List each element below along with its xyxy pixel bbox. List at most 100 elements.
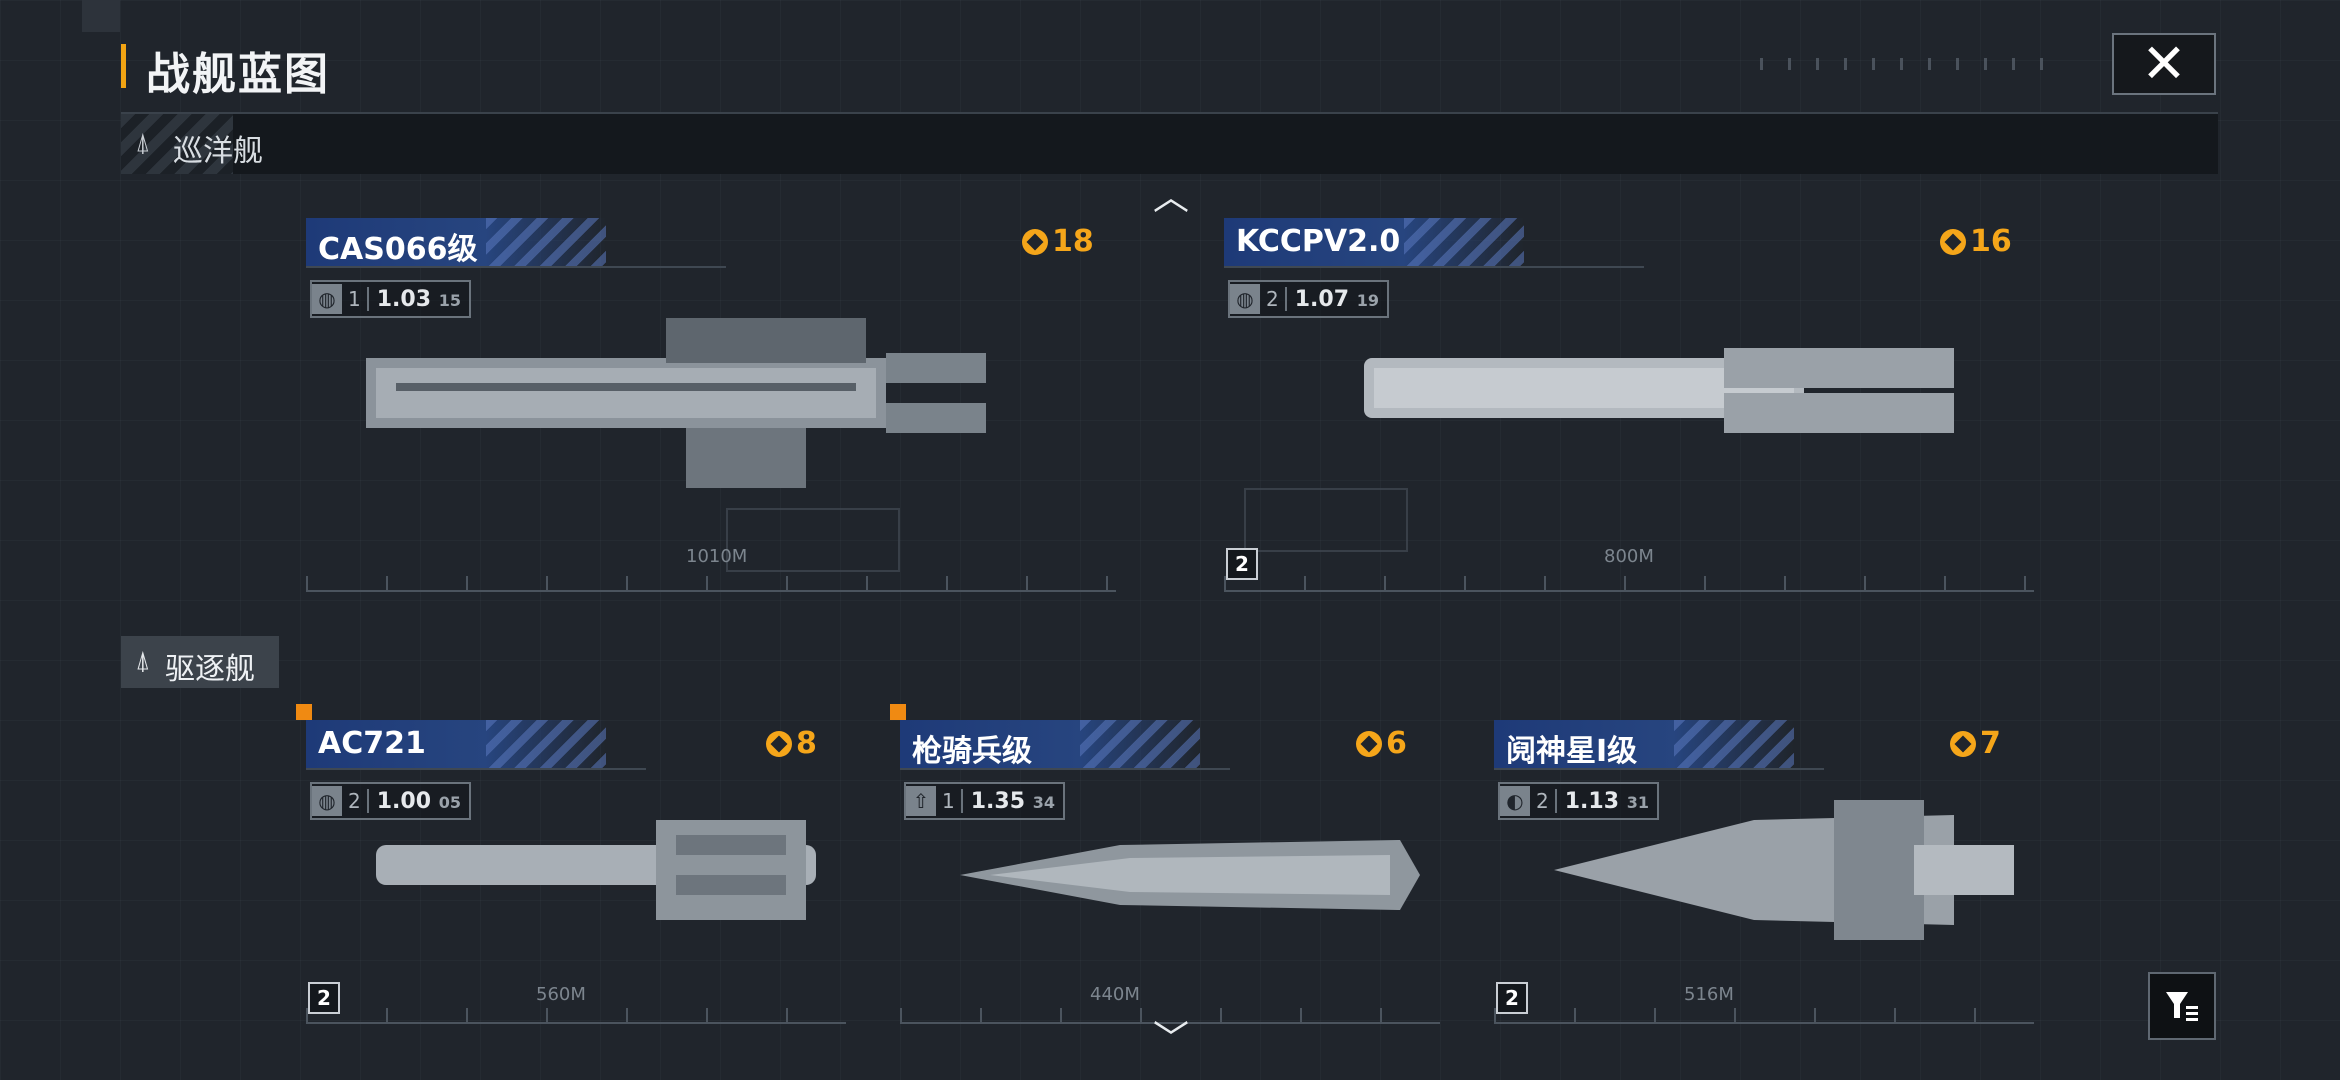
- chevron-up-icon[interactable]: ︿: [1153, 177, 1190, 218]
- ship-card-ac721[interactable]: AC721 8 ◍ 2 1.00 05 2 560M: [296, 704, 846, 1024]
- version-value: 1.13 31: [1557, 789, 1657, 814]
- page-title: 战舰蓝图: [146, 49, 330, 100]
- name-plate: [1494, 720, 1794, 768]
- new-flag: [890, 704, 906, 720]
- tier-value: 2: [1260, 287, 1287, 311]
- version-sub: 19: [1356, 290, 1379, 310]
- length-ruler: [306, 1008, 846, 1024]
- name-plate: [1224, 218, 1524, 266]
- tier-value: 2: [342, 789, 369, 813]
- new-flag: [296, 704, 312, 720]
- tier-value: 2: [1530, 789, 1557, 813]
- ship-length: 1010M: [686, 546, 748, 567]
- version-value: 1.07 19: [1287, 287, 1387, 312]
- cost-badge: 8: [766, 726, 817, 761]
- name-plate: [306, 720, 606, 768]
- filter-button[interactable]: [2148, 972, 2216, 1040]
- cost-value: 16: [1970, 224, 2012, 259]
- ship-name: KCCPV2.0: [1236, 224, 1401, 259]
- ship-image: [1554, 800, 2014, 940]
- ship-name: 阋神星I级: [1506, 734, 1638, 769]
- leader-line: [1224, 266, 1644, 268]
- schematic-drawing: [726, 508, 900, 572]
- leader-line: [900, 768, 1230, 770]
- tier-value: 1: [342, 287, 369, 311]
- name-plate: [900, 720, 1200, 768]
- section-stripe: [121, 114, 233, 174]
- version-value: 1.03 15: [369, 287, 469, 312]
- cost-icon: [1022, 228, 1048, 255]
- ship-length: 560M: [536, 984, 586, 1005]
- stats-box: ◍ 2 1.07 19: [1228, 280, 1389, 318]
- cruiser-icon: ⍋: [135, 128, 151, 158]
- ship-image: [1364, 348, 1954, 433]
- stats-box: ⇧ 1 1.35 34: [904, 782, 1065, 820]
- section-header-cruiser[interactable]: ⍋ 巡洋舰: [121, 112, 2218, 174]
- chevron-down-icon[interactable]: ﹀: [1153, 1019, 1190, 1060]
- leader-line: [306, 266, 726, 268]
- ship-length: 516M: [1684, 984, 1734, 1005]
- section-label: 驱逐舰: [165, 652, 255, 687]
- ship-card-eris[interactable]: 阋神星I级 7 ◐ 2 1.13 31 2 516M: [1494, 720, 2034, 1024]
- length-ruler: [1224, 576, 2034, 592]
- leader-line: [306, 768, 646, 770]
- tier-value: 1: [936, 789, 963, 813]
- ship-card-cas066[interactable]: CAS066级 18 ◍ 1 1.03 15 1010M: [306, 218, 1116, 592]
- ship-card-lancer[interactable]: 枪骑兵级 6 ⇧ 1 1.35 34 440M: [890, 704, 1440, 1024]
- cost-value: 7: [1980, 726, 2001, 761]
- emblem-icon: ◐: [1500, 786, 1530, 816]
- cost-value: 18: [1052, 224, 1094, 259]
- cost-icon: [1940, 228, 1966, 255]
- version-main: 1.07: [1294, 286, 1350, 312]
- version-main: 1.03: [376, 286, 432, 312]
- version-main: 1.35: [970, 788, 1026, 814]
- schematic-drawing: [1244, 488, 1408, 552]
- ship-name: 枪骑兵级: [912, 734, 1032, 769]
- section-label: 巡洋舰: [173, 134, 263, 169]
- cost-value: 6: [1386, 726, 1407, 761]
- stats-box: ◍ 2 1.00 05: [310, 782, 471, 820]
- globe-icon: ◍: [312, 284, 342, 314]
- version-value: 1.00 05: [369, 789, 469, 814]
- ship-image: [960, 840, 1420, 910]
- globe-icon: ◍: [1230, 284, 1260, 314]
- cost-icon: [1356, 730, 1382, 757]
- ship-length: 440M: [1090, 984, 1140, 1005]
- ship-name: CAS066级: [318, 232, 478, 267]
- cost-badge: 7: [1950, 726, 2001, 761]
- section-header-destroyer[interactable]: ⍋ 驱逐舰: [121, 636, 279, 688]
- destroyer-icon: ⍋: [135, 646, 151, 676]
- cost-icon: [766, 730, 792, 757]
- rocket-icon: ⇧: [906, 786, 936, 816]
- globe-icon: ◍: [312, 786, 342, 816]
- corner-block: [82, 0, 120, 32]
- version-sub: 05: [438, 792, 461, 812]
- ship-card-kccpv2[interactable]: KCCPV2.0 16 ◍ 2 1.07 19 2 800M: [1224, 218, 2034, 592]
- stats-box: ◍ 1 1.03 15: [310, 280, 471, 318]
- leader-line: [1494, 768, 1824, 770]
- cost-badge: 6: [1356, 726, 1407, 761]
- grade-badge: 2: [1226, 548, 1258, 580]
- version-value: 1.35 34: [963, 789, 1063, 814]
- close-button[interactable]: ✕: [2112, 33, 2216, 95]
- version-sub: 31: [1626, 792, 1649, 812]
- cost-badge: 16: [1940, 224, 2012, 259]
- header-tick-decoration: [1760, 58, 2060, 70]
- cost-badge: 18: [1022, 224, 1094, 259]
- version-main: 1.00: [376, 788, 432, 814]
- filter-icon: [2166, 992, 2198, 1021]
- ship-image: [366, 318, 986, 488]
- stats-box: ◐ 2 1.13 31: [1498, 782, 1659, 820]
- version-sub: 15: [438, 290, 461, 310]
- name-plate: [306, 218, 606, 266]
- length-ruler: [900, 1008, 1440, 1024]
- cost-value: 8: [796, 726, 817, 761]
- length-ruler: [306, 576, 1116, 592]
- version-main: 1.13: [1564, 788, 1620, 814]
- ship-image: [376, 820, 816, 920]
- close-icon: ✕: [2141, 32, 2187, 95]
- ship-length: 800M: [1604, 546, 1654, 567]
- cost-icon: [1950, 730, 1976, 757]
- title-accent-bar: [121, 44, 126, 88]
- version-sub: 34: [1032, 792, 1055, 812]
